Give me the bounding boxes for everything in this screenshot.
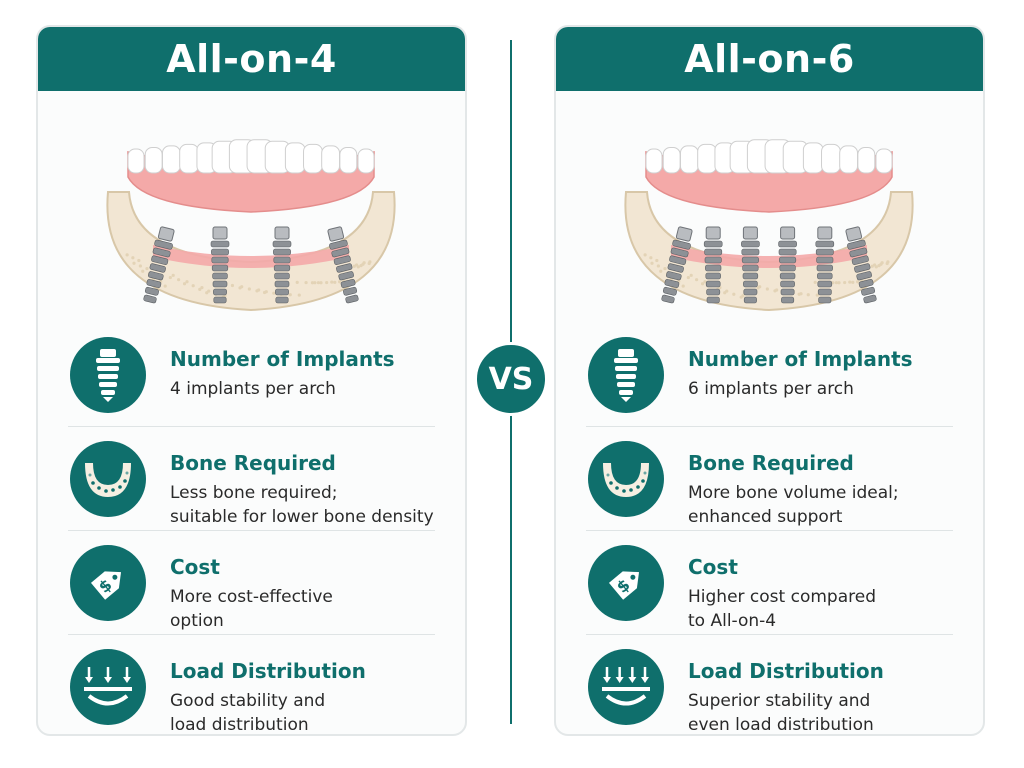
implant-post bbox=[272, 226, 292, 304]
row-title: Number of Implants bbox=[170, 347, 395, 371]
tooth bbox=[802, 142, 824, 174]
implant-icon bbox=[70, 337, 146, 413]
row-bone-required: Bone Required Less bone required; suitab… bbox=[38, 427, 465, 531]
vs-badge: VS bbox=[474, 342, 548, 416]
jawbone-icon bbox=[588, 441, 664, 517]
tooth bbox=[857, 146, 876, 174]
implant-post bbox=[210, 226, 230, 304]
tooth bbox=[679, 145, 699, 174]
tooth bbox=[839, 145, 859, 174]
implant-post bbox=[778, 226, 797, 304]
jaw-illustration bbox=[106, 139, 396, 312]
row-desc: 6 implants per arch bbox=[688, 379, 854, 399]
implant-icon bbox=[588, 337, 664, 413]
tooth bbox=[339, 146, 358, 174]
row-desc: Good stability and load distribution bbox=[170, 691, 326, 735]
price-tag-icon: $ bbox=[588, 545, 664, 621]
row-desc: Superior stability and even load distrib… bbox=[688, 691, 874, 735]
card-all-on-6: All-on-6 Number of Implants 6 implants p… bbox=[554, 25, 985, 736]
jawbone-icon bbox=[70, 441, 146, 517]
tooth bbox=[645, 148, 663, 174]
row-title: Bone Required bbox=[170, 451, 336, 475]
tooth bbox=[161, 145, 181, 174]
implant-post bbox=[815, 226, 835, 304]
row-title: Number of Implants bbox=[688, 347, 913, 371]
tooth bbox=[144, 146, 163, 174]
row-title: Load Distribution bbox=[688, 659, 884, 683]
tooth bbox=[179, 143, 199, 174]
jaw-illustration bbox=[624, 139, 914, 312]
row-cost: $ Cost Higher cost compared to All-on-4 bbox=[556, 531, 983, 635]
implant-post bbox=[741, 226, 760, 304]
implant-post bbox=[143, 226, 175, 304]
card-all-on-4: All-on-4 Number of Implants 4 implants p… bbox=[36, 25, 467, 736]
tooth bbox=[127, 148, 145, 174]
implant-post bbox=[661, 226, 693, 304]
tooth bbox=[357, 148, 375, 174]
load-arrows-icon bbox=[588, 649, 664, 725]
row-bone-required: Bone Required More bone volume ideal; en… bbox=[556, 427, 983, 531]
tooth bbox=[321, 145, 341, 174]
card-title: All-on-6 bbox=[556, 27, 983, 91]
tooth bbox=[284, 142, 306, 174]
row-cost: $ Cost More cost-effective option bbox=[38, 531, 465, 635]
tooth bbox=[662, 146, 681, 174]
card-title: All-on-4 bbox=[38, 27, 465, 91]
row-desc: Higher cost compared to All-on-4 bbox=[688, 587, 876, 631]
implant-post bbox=[845, 226, 877, 304]
row-number-of-implants: Number of Implants 4 implants per arch bbox=[38, 323, 465, 427]
load-arrows-icon bbox=[70, 649, 146, 725]
tooth bbox=[303, 143, 323, 174]
price-tag-icon: $ bbox=[70, 545, 146, 621]
row-number-of-implants: Number of Implants 6 implants per arch bbox=[556, 323, 983, 427]
implant-post bbox=[327, 226, 359, 304]
tooth bbox=[875, 148, 893, 174]
row-desc: More cost-effective option bbox=[170, 587, 333, 631]
row-title: Bone Required bbox=[688, 451, 854, 475]
gum-ridge bbox=[153, 245, 349, 268]
tooth bbox=[697, 143, 717, 174]
tooth bbox=[821, 143, 841, 174]
row-desc: 4 implants per arch bbox=[170, 379, 336, 399]
row-load-distribution: Load Distribution Superior stability and… bbox=[556, 635, 983, 735]
row-title: Load Distribution bbox=[170, 659, 366, 683]
implant-post bbox=[703, 226, 723, 304]
row-title: Cost bbox=[688, 555, 738, 579]
row-desc: Less bone required; suitable for lower b… bbox=[170, 483, 434, 527]
row-title: Cost bbox=[170, 555, 220, 579]
row-load-distribution: Load Distribution Good stability and loa… bbox=[38, 635, 465, 735]
row-desc: More bone volume ideal; enhanced support bbox=[688, 483, 899, 527]
